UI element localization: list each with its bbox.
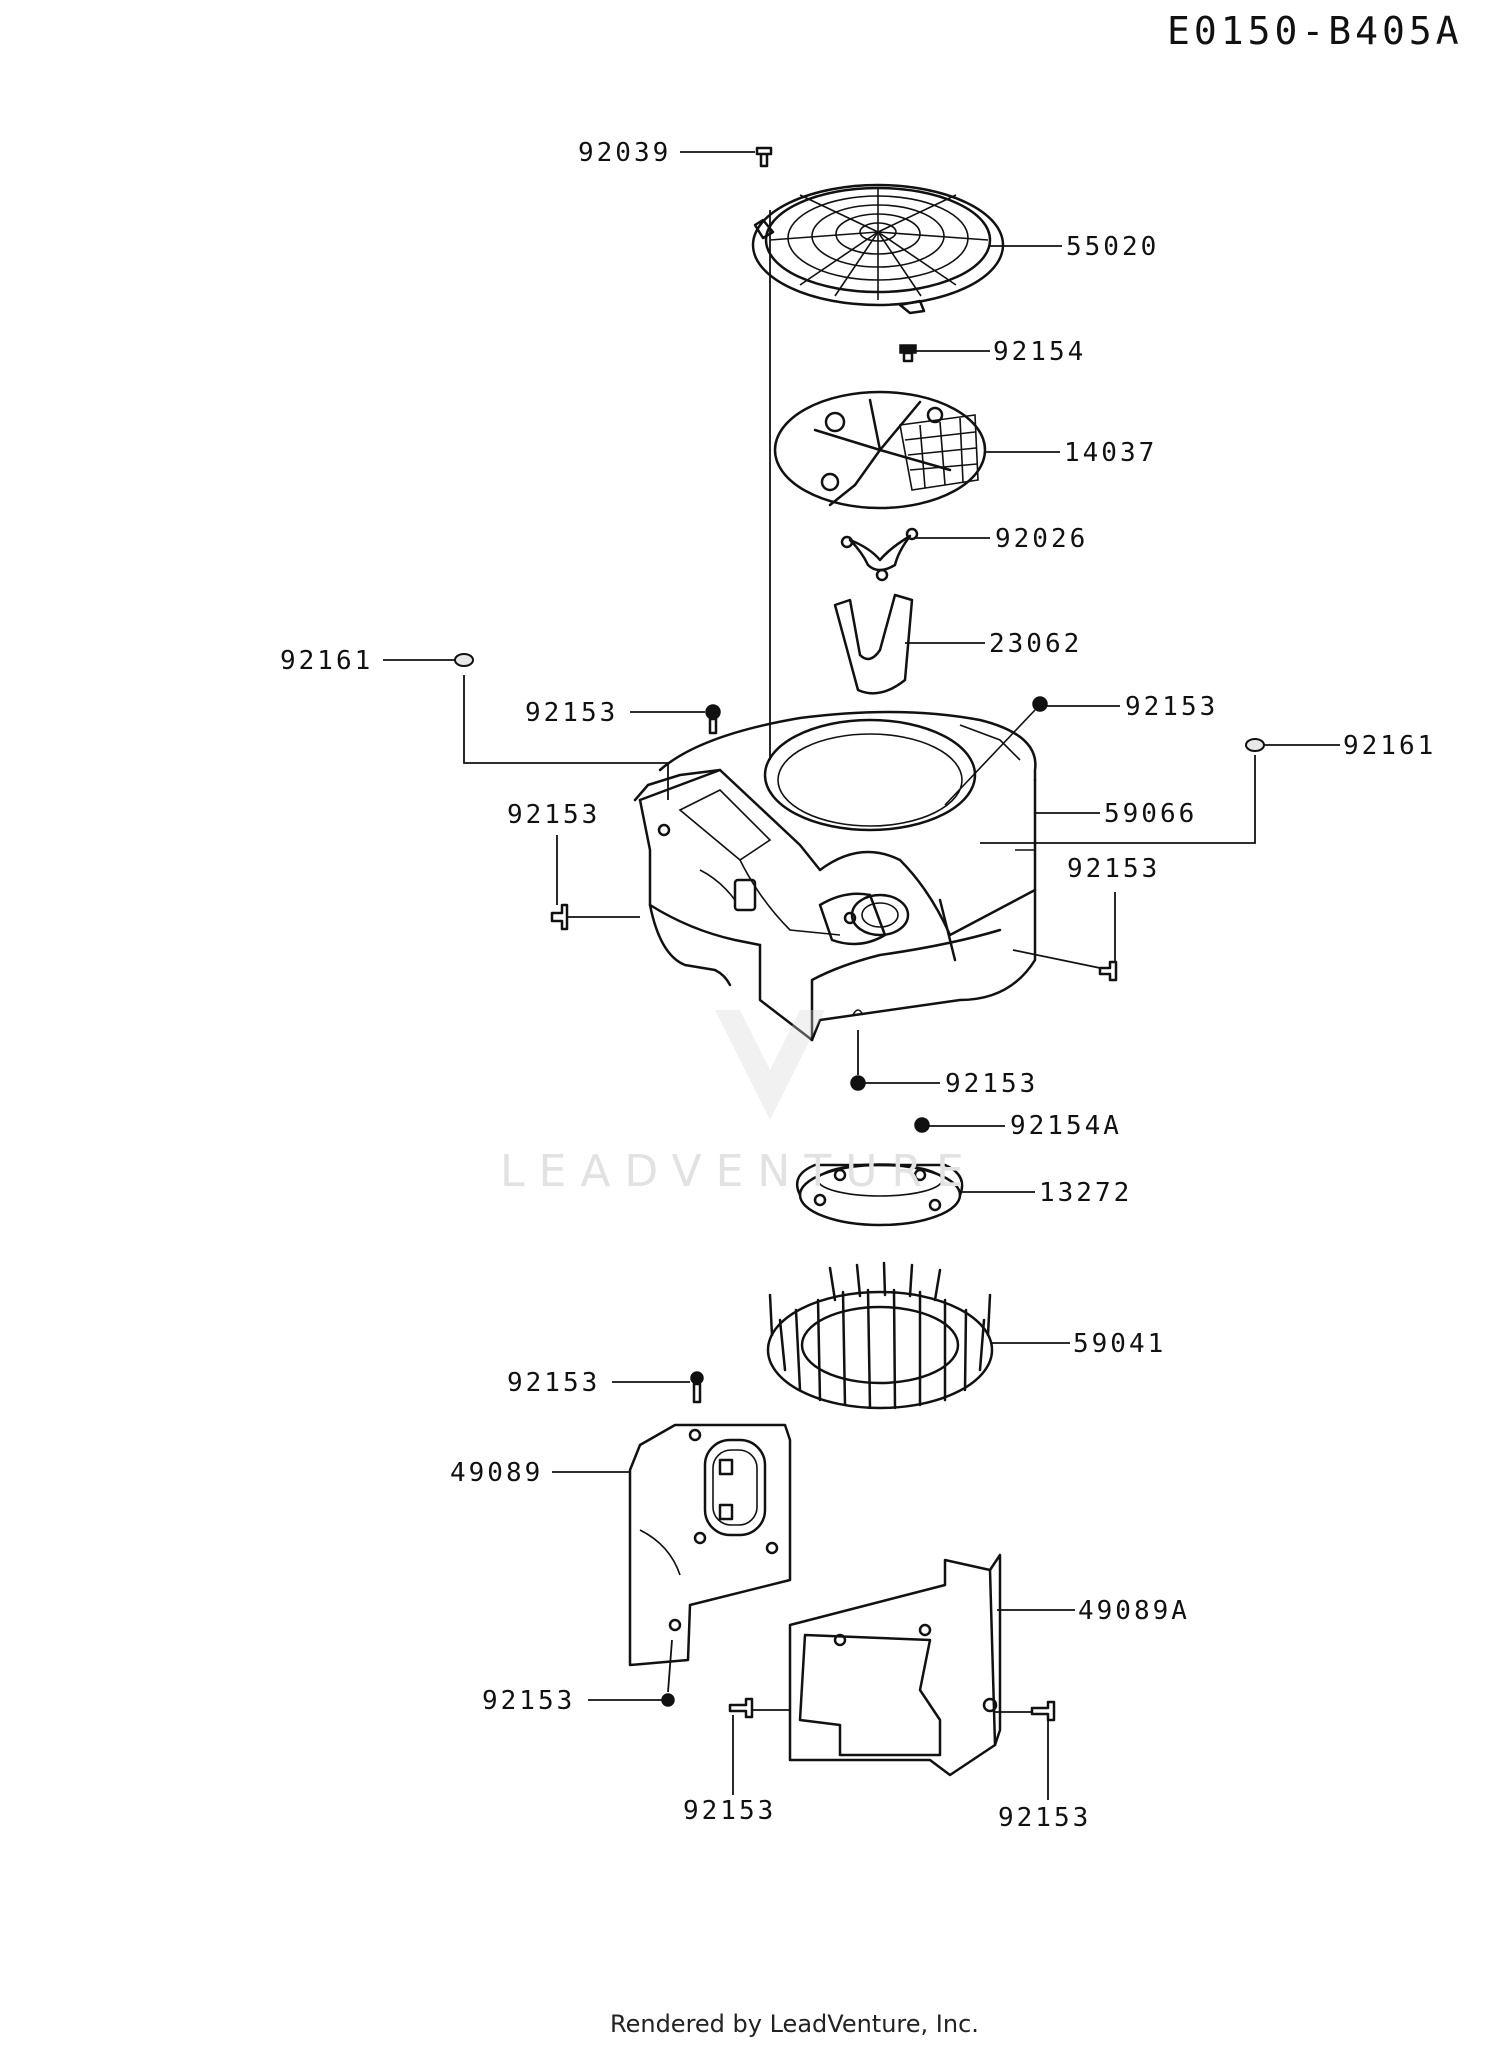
watermark-logo — [715, 1010, 825, 1120]
label-92153-lower-left: 92153 — [683, 1796, 777, 1826]
label-55020: 55020 — [1066, 232, 1160, 262]
leader-92161-left — [463, 675, 669, 800]
part-49089A-shield — [788, 1553, 1075, 1777]
part-92154-screw — [899, 344, 990, 363]
part-92153-screw-mid-left — [550, 835, 640, 931]
part-92153-screw-shield-top — [612, 1371, 704, 1404]
label-59066: 59066 — [1104, 799, 1198, 829]
label-92153-top-right: 92153 — [1125, 692, 1219, 722]
label-92153-mid-right: 92153 — [1067, 854, 1161, 884]
label-92026: 92026 — [995, 524, 1089, 554]
part-13272-plate — [795, 1163, 1035, 1227]
label-92153-shield-top: 92153 — [507, 1368, 601, 1398]
part-23062-guide — [833, 593, 985, 695]
label-92153-top-left: 92153 — [525, 698, 619, 728]
part-92161-cap-left — [383, 653, 474, 667]
part-92153-screw-lower-left — [728, 1697, 790, 1795]
label-92154: 92154 — [993, 337, 1087, 367]
watermark-text: LEADVENTURE — [500, 1146, 978, 1197]
part-92153-screw-top-left — [630, 704, 721, 735]
label-92039: 92039 — [578, 138, 672, 168]
label-13272: 13272 — [1039, 1178, 1133, 1208]
part-92153-screw-shield-bottom — [588, 1639, 675, 1707]
label-92153-mid-left: 92153 — [507, 800, 601, 830]
part-92153-screw-mid-right — [1012, 892, 1118, 982]
part-59066-housing — [633, 210, 1100, 1042]
part-55020-screen — [751, 183, 1062, 315]
diagram-code: E0150-B405A — [1167, 9, 1463, 53]
label-92153-lower-right: 92153 — [998, 1803, 1092, 1833]
label-92161-right: 92161 — [1343, 731, 1437, 761]
label-92154A: 92154A — [1010, 1111, 1122, 1141]
part-92039-screw — [680, 146, 773, 168]
part-59041-fan — [766, 1261, 1070, 1410]
part-92026-bracket — [840, 527, 990, 582]
label-49089: 49089 — [450, 1458, 544, 1488]
part-92153-screw-top-right — [944, 696, 1120, 806]
part-92153-screw-bottom-center — [850, 1030, 940, 1091]
label-92153-bottom-center: 92153 — [945, 1069, 1039, 1099]
footer-credit: Rendered by LeadVenture, Inc. — [610, 2010, 979, 2038]
label-92161-left: 92161 — [280, 646, 374, 676]
part-92161-cap-right — [1245, 738, 1340, 752]
label-49089A: 49089A — [1078, 1596, 1190, 1626]
part-14037-plate — [773, 390, 1060, 510]
part-49089-shield — [552, 1423, 792, 1667]
label-59041: 59041 — [1073, 1329, 1167, 1359]
label-23062: 23062 — [989, 629, 1083, 659]
part-92153-screw-lower-right — [995, 1700, 1056, 1800]
part-92154A-screw — [914, 1117, 1005, 1133]
leader-92161-right — [980, 755, 1256, 844]
label-92153-shield-bottom: 92153 — [482, 1686, 576, 1716]
label-14037: 14037 — [1064, 438, 1158, 468]
